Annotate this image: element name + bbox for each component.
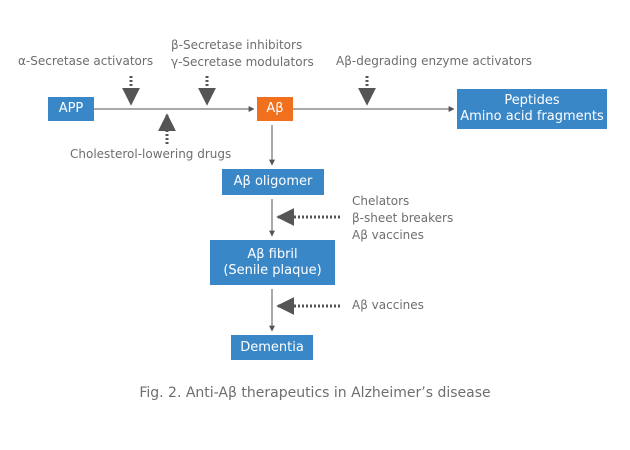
node-fibril: Aβ fibril (Senile plaque) (210, 240, 335, 285)
label-fibril-inhibitors: Chelators β-sheet breakers Aβ vaccines (352, 193, 453, 244)
node-peptides-line1: Peptides (504, 93, 560, 109)
node-oligomer: Aβ oligomer (222, 169, 324, 195)
label-alpha-secretase: α-Secretase activators (18, 54, 154, 68)
figure-caption: Fig. 2. Anti-Aβ therapeutics in Alzheime… (139, 385, 491, 401)
label-cholesterol: Cholesterol-lowering drugs (70, 147, 232, 161)
node-peptides: Peptides Amino acid fragments (457, 89, 607, 129)
node-oligomer-label: Aβ oligomer (233, 174, 313, 190)
label-degrading-enzyme: Aβ-degrading enzyme activators (336, 54, 533, 68)
node-fibril-line1: Aβ fibril (247, 246, 298, 262)
label-abeta-vaccines-2: Aβ vaccines (352, 298, 424, 312)
node-dementia: Dementia (231, 335, 313, 360)
label-beta-sheet-breakers: β-sheet breakers (352, 211, 454, 225)
node-peptides-line2: Amino acid fragments (460, 109, 604, 124)
node-app-label: APP (58, 101, 84, 117)
label-gamma-secretase: γ-Secretase modulators (171, 55, 314, 69)
node-abeta: Aβ (257, 97, 293, 121)
label-beta-secretase: β-Secretase inhibitors (171, 38, 303, 52)
node-abeta-label: Aβ (266, 101, 284, 117)
node-fibril-line2: (Senile plaque) (223, 262, 322, 278)
node-dementia-label: Dementia (240, 339, 304, 355)
label-chelators: Chelators (352, 194, 410, 208)
label-plaque-inhibitors: Aβ vaccines (352, 297, 424, 314)
label-abeta-vaccines-1: Aβ vaccines (352, 228, 424, 242)
label-beta-gamma: β-Secretase inhibitors γ-Secretase modul… (171, 37, 314, 71)
node-app: APP (48, 97, 94, 121)
